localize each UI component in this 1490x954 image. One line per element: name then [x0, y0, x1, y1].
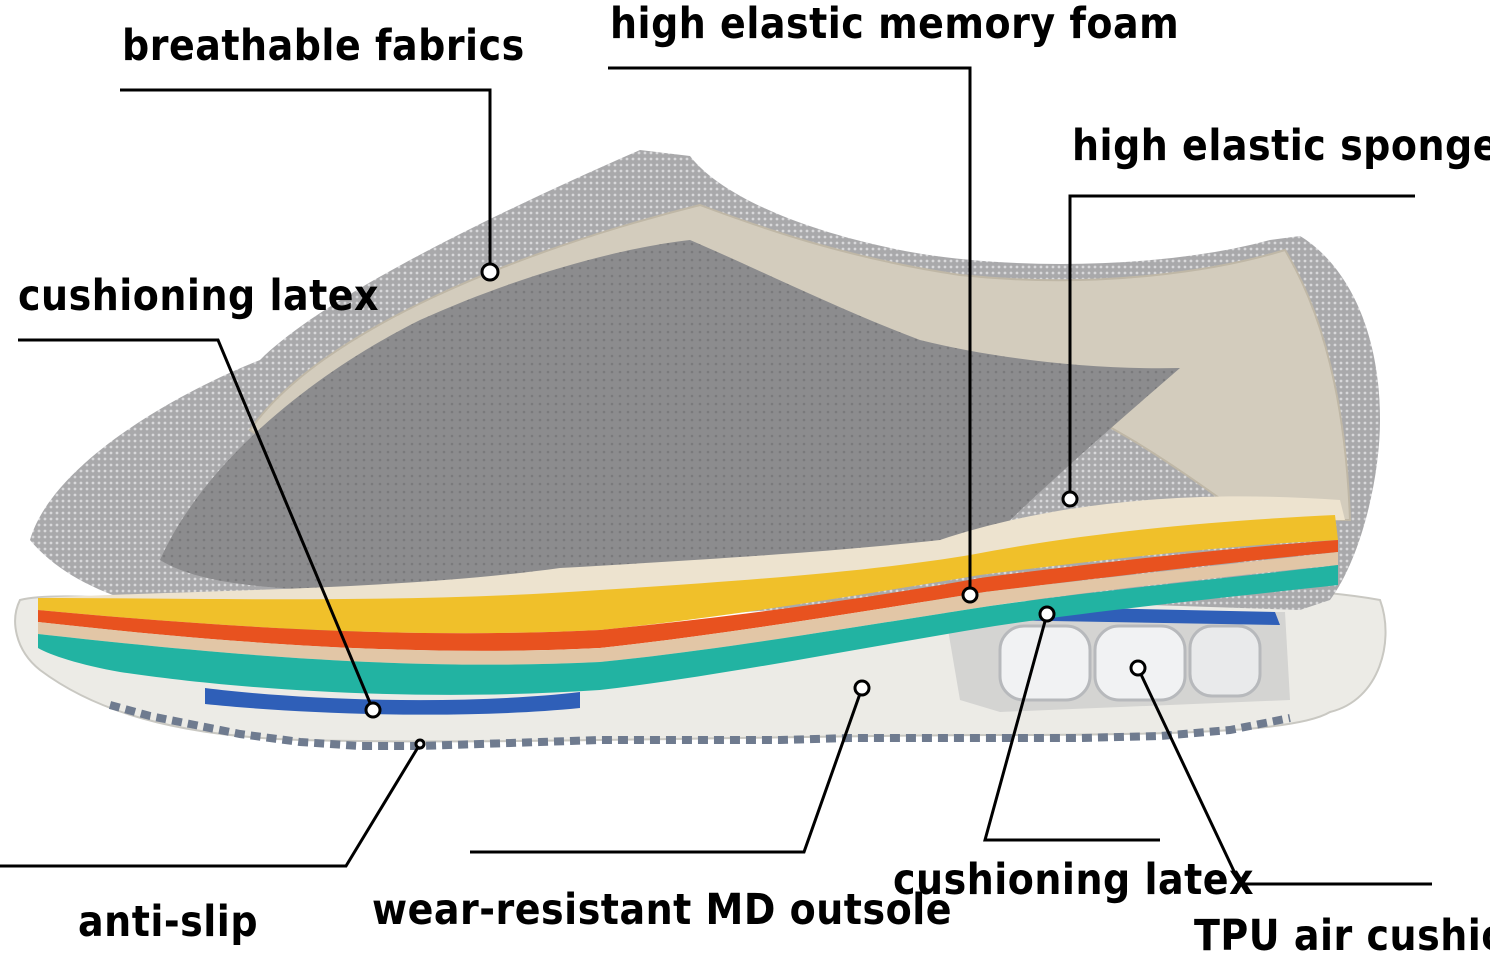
leader-latex-front — [18, 338, 375, 711]
dot-breathable — [480, 262, 500, 282]
label-cushioning-latex-heel: cushioning latex — [893, 854, 1255, 904]
insole-top — [38, 496, 1345, 605]
dot-sponge — [1061, 490, 1079, 508]
leader-latex-heel — [983, 613, 1160, 842]
leader-breathable — [120, 88, 492, 272]
label-elastic-sponge: high elastic sponge — [1072, 120, 1490, 170]
dot-latex-heel — [1038, 605, 1056, 623]
leader-sponge — [1068, 194, 1415, 499]
leader-lines — [0, 66, 1432, 886]
leader-dots — [364, 262, 1147, 750]
label-tpu-air-cushion: TPU air cushion — [1194, 910, 1490, 954]
dot-air-cushion — [1129, 659, 1147, 677]
memory-foam-orange — [38, 540, 1338, 651]
leader-memory-foam — [608, 66, 972, 595]
dot-anti-slip — [414, 738, 426, 750]
sponge-teal — [38, 565, 1338, 695]
leader-air-cushion — [1136, 667, 1432, 886]
padding-beige — [38, 552, 1338, 665]
mesh-window — [160, 240, 1180, 591]
memory-foam-yellow — [38, 515, 1338, 634]
air-cushion-chamber-3 — [1188, 624, 1262, 698]
air-cushion-chamber-1 — [998, 624, 1092, 702]
front-latex-layer — [205, 688, 580, 715]
dot-memory-foam — [961, 586, 979, 604]
label-md-outsole: wear-resistant MD outsole — [372, 884, 952, 934]
label-cushioning-latex-front: cushioning latex — [18, 270, 380, 320]
leader-outsole — [470, 687, 864, 854]
label-breathable-fabrics: breathable fabrics — [122, 20, 525, 70]
label-anti-slip: anti-slip — [78, 896, 259, 946]
label-memory-foam: high elastic memory foam — [610, 0, 1180, 48]
dot-outsole — [853, 679, 871, 697]
dot-latex-front — [364, 701, 382, 719]
leader-anti-slip — [0, 743, 422, 868]
